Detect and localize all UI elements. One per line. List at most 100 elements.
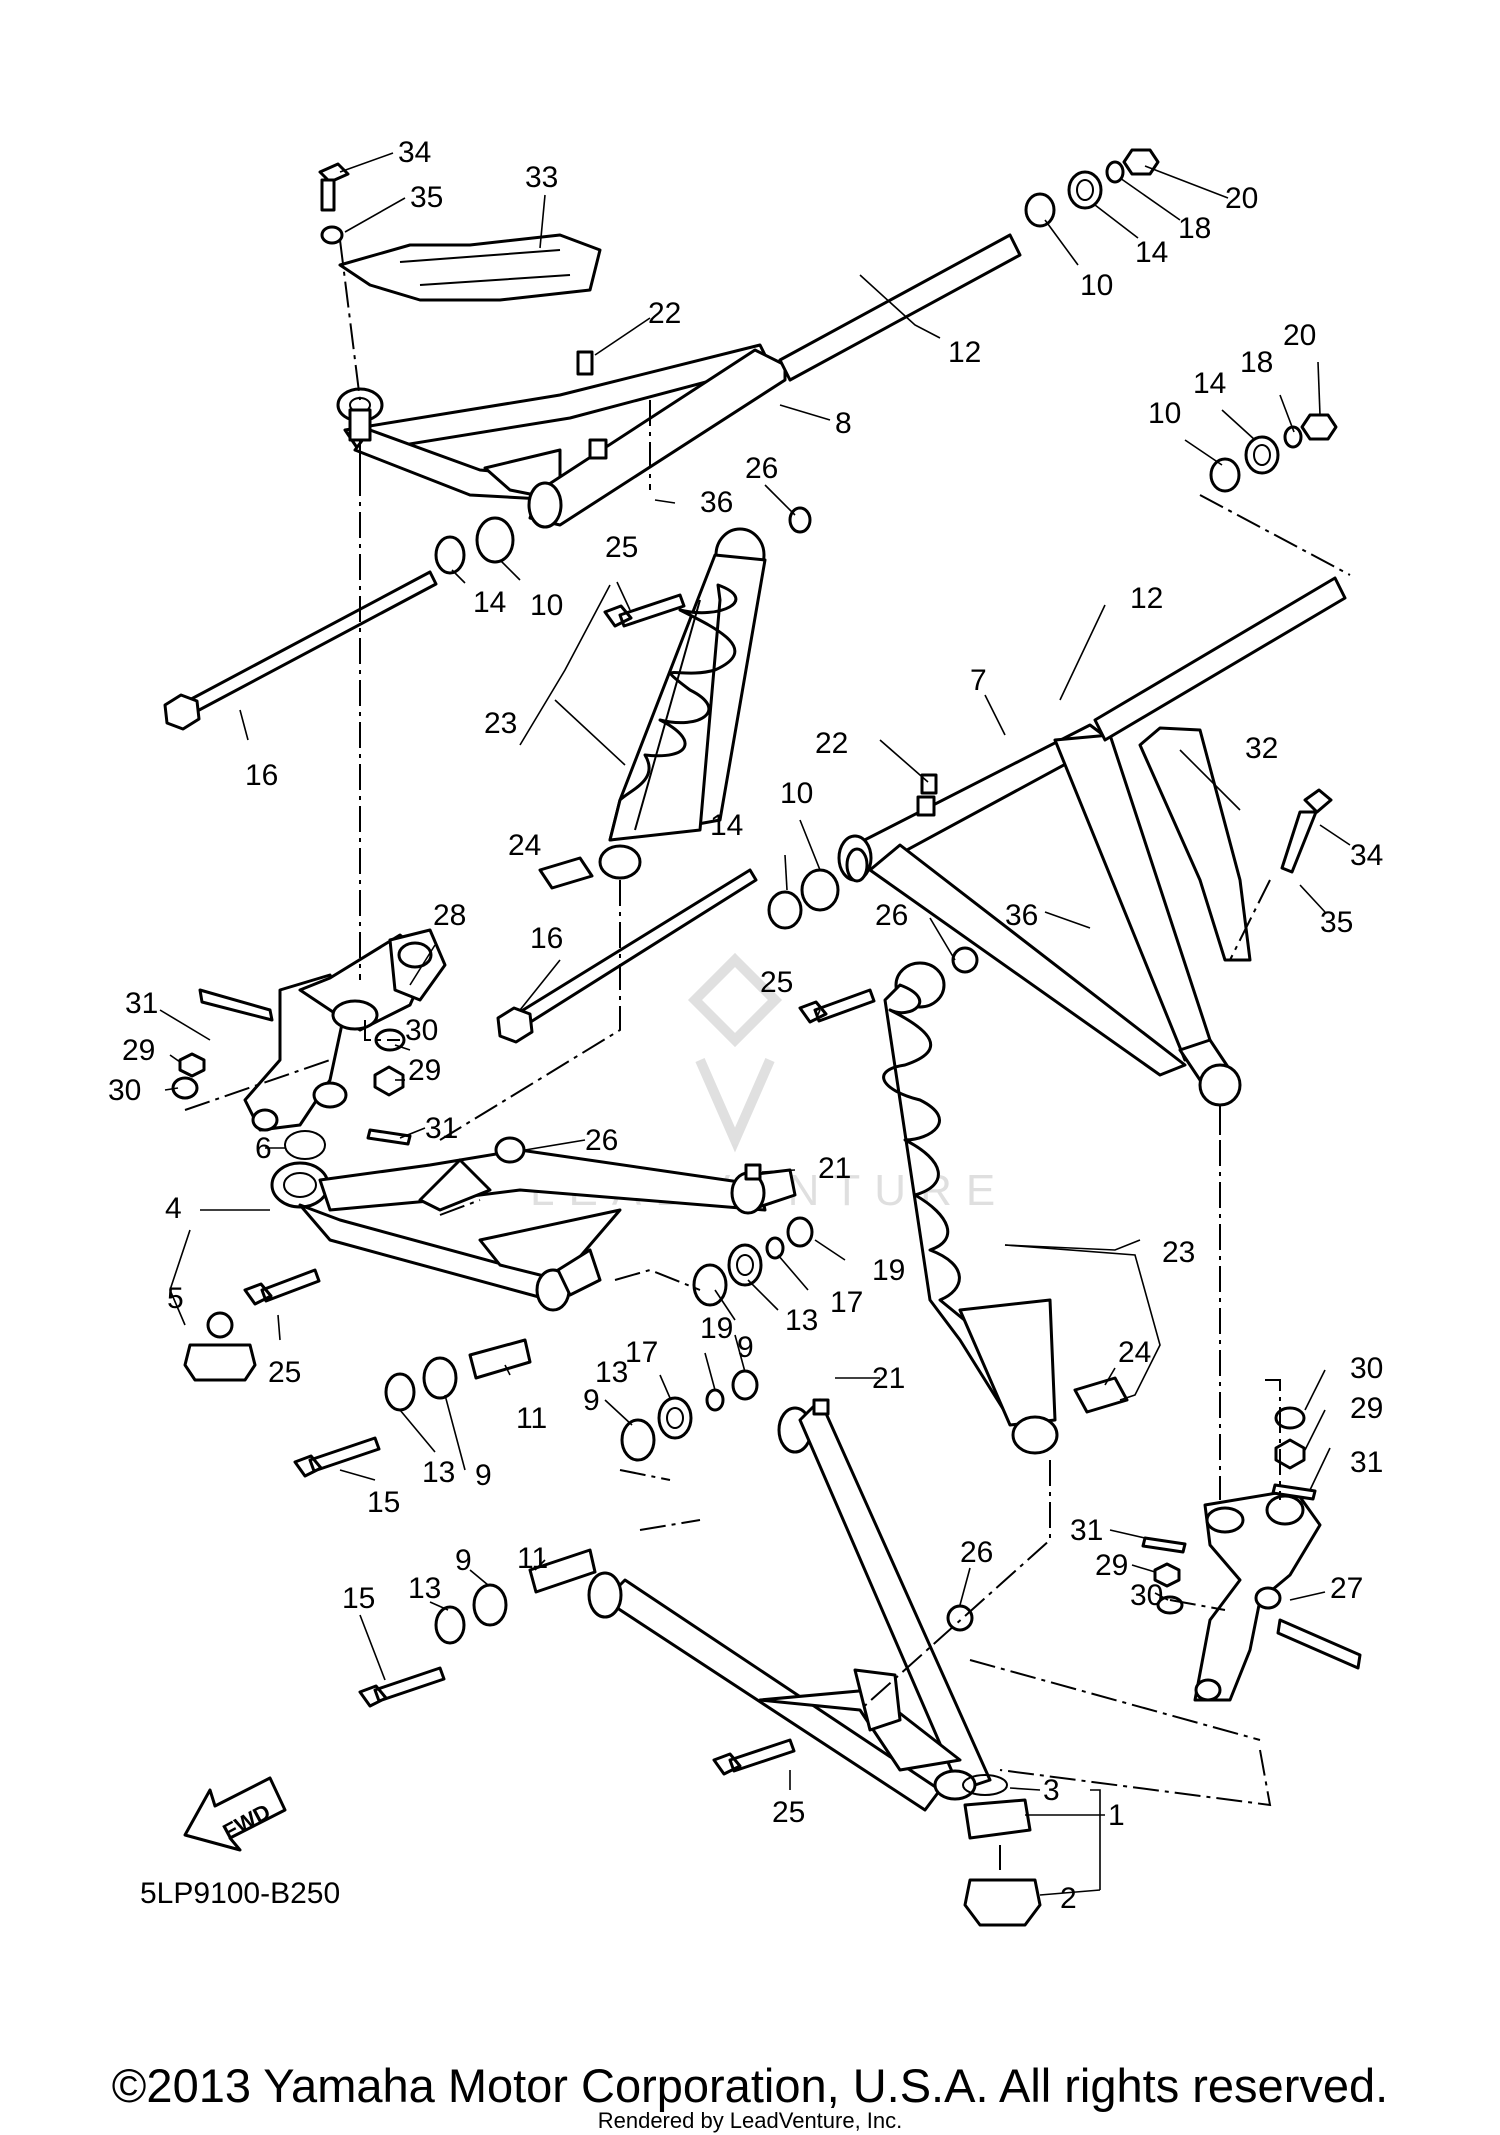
callout: 26: [960, 1536, 993, 1569]
callout: 24: [508, 829, 541, 862]
callout: 16: [245, 759, 278, 792]
callout: 36: [700, 486, 733, 519]
callout: 20: [1283, 319, 1316, 352]
washer-13-b: [434, 1605, 466, 1645]
callout: 18: [1240, 346, 1273, 379]
leader-lines: [159, 152, 1351, 1896]
callout: 31: [125, 987, 158, 1020]
callout: 34: [1350, 839, 1383, 872]
bolt-15-b: [358, 1666, 446, 1708]
callout: 29: [1095, 1549, 1128, 1582]
callout: 9: [737, 1331, 754, 1364]
nut-29-right: [1274, 1438, 1306, 1470]
callout: 21: [818, 1152, 851, 1185]
bolt-34-upper: [318, 162, 350, 245]
callout: 35: [410, 181, 443, 214]
bushing-10-upper: [475, 516, 515, 564]
callout: 3: [1043, 1774, 1060, 1807]
fwd-arrow-icon: FWD: [183, 1776, 287, 1852]
rendered-by-text: Rendered by LeadVenture, Inc.: [597, 2108, 903, 2133]
bolt-25-lower-left: [243, 1268, 321, 1306]
washer-30-right: [1274, 1406, 1306, 1430]
cotter-pin-31-right: [1271, 1483, 1317, 1501]
callout: 10: [780, 777, 813, 810]
bolt-25-lower: [712, 1738, 796, 1776]
callout: 10: [530, 589, 563, 622]
callout: 26: [875, 899, 908, 932]
callout: 25: [268, 1356, 301, 1389]
washer-14-upper: [434, 535, 466, 575]
callout: 20: [1225, 182, 1258, 215]
callout: 17: [830, 1286, 863, 1319]
bushing-10-mid: [800, 868, 840, 912]
callout: 15: [367, 1486, 400, 1519]
reference-code: 5LP9100-B250: [140, 1877, 340, 1910]
callout: 10: [1148, 397, 1181, 430]
upper-arm-left: [336, 343, 787, 529]
callout: 12: [1130, 582, 1163, 615]
callout: 36: [1005, 899, 1038, 932]
shock-absorber-lower: [882, 961, 1129, 1455]
callout: 4: [165, 1192, 182, 1225]
guard-bracket-right: [1138, 726, 1252, 962]
bolt-16-upper: [163, 570, 438, 731]
callout: 26: [585, 1124, 618, 1157]
nut-29-right-2: [1153, 1562, 1181, 1588]
callout: 35: [1320, 906, 1353, 939]
callout: 21: [872, 1362, 905, 1395]
nut-29-left: [178, 1052, 206, 1078]
bushing-ring-mid: [845, 847, 869, 883]
pivot-tube-upper-right: [1093, 576, 1347, 742]
collar-24-upper: [538, 856, 594, 890]
copyright-text: ©2013 Yamaha Motor Corporation, U.S.A. A…: [111, 2059, 1389, 2112]
washer-14-mid: [767, 890, 803, 930]
bushing-9-b: [472, 1583, 508, 1627]
bushings-upper-right: [1024, 148, 1160, 228]
callout: 7: [970, 664, 987, 697]
callout: 32: [1245, 732, 1278, 765]
callout: 13: [408, 1572, 441, 1605]
callout: 19: [872, 1254, 905, 1287]
callout: 17: [625, 1336, 658, 1369]
collar-11-lower: [528, 1548, 597, 1594]
bushings-row-2: [620, 1369, 759, 1462]
callout: 31: [425, 1112, 458, 1145]
callout: 11: [516, 1402, 547, 1435]
callout-labels: 34 35 33 22 12 8 20 18 14 10 20 18 14 10…: [108, 136, 1383, 1915]
callout: 30: [108, 1074, 141, 1107]
callout: 25: [772, 1796, 805, 1829]
callout: 10: [1080, 269, 1113, 302]
callout: 30: [1350, 1352, 1383, 1385]
steering-knuckle-left: [198, 928, 447, 1132]
callout: 14: [473, 586, 506, 619]
bolt-16-mid: [496, 868, 758, 1044]
callout: 23: [1162, 1236, 1195, 1269]
upper-arm-right: [837, 723, 1242, 1135]
callout: 29: [408, 1054, 441, 1087]
bushings-row-1: [692, 1216, 814, 1307]
callout: 22: [648, 297, 681, 330]
callout: 25: [760, 966, 793, 999]
bolt-25-upper: [603, 593, 686, 628]
callout: 14: [710, 809, 743, 842]
shock-absorber-upper: [538, 506, 812, 890]
washer-13-a: [384, 1372, 416, 1412]
callout: 16: [530, 922, 563, 955]
nut-29-left-2: [373, 1065, 405, 1097]
callout: 9: [475, 1459, 492, 1492]
callout: 18: [1178, 212, 1211, 245]
cotter-pin-31-left: [366, 1128, 412, 1146]
center-lines: [184, 239, 1351, 1807]
nut-26-lower: [494, 1136, 526, 1164]
callout: 30: [405, 1014, 438, 1047]
grease-fitting-21-lower: [744, 1163, 762, 1181]
callout: 9: [583, 1384, 600, 1417]
callout: 15: [342, 1582, 375, 1615]
ball-joint-5: [183, 1311, 257, 1382]
bushing-9-a: [422, 1356, 458, 1400]
callout: 25: [605, 531, 638, 564]
callout: 33: [525, 161, 558, 194]
lower-arm-right: [587, 1398, 992, 1812]
callout: 31: [1350, 1446, 1383, 1479]
callout: 29: [122, 1034, 155, 1067]
